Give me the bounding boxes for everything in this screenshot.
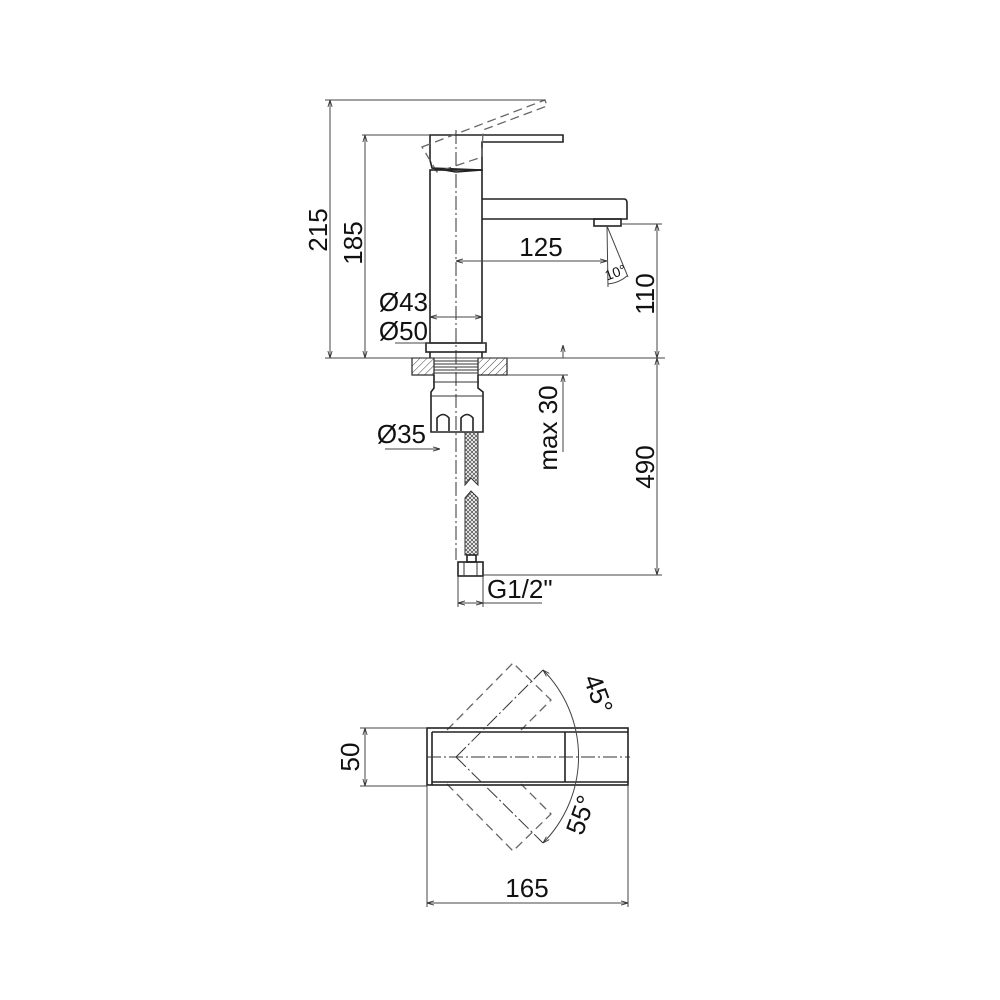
- hose-inlet-right: [460, 413, 474, 431]
- countertop-section: [411, 357, 508, 376]
- side-view: 215 185 125 10° 110 Ø43 Ø50 Ø35 max 30 4…: [303, 99, 665, 607]
- label-height-body: 185: [338, 221, 368, 264]
- flexible-hose-lower: [464, 490, 479, 556]
- label-spout-angle: 10°: [603, 261, 628, 283]
- label-rotation-right: 55°: [560, 791, 602, 838]
- lever-rotated-right-outline: [446, 783, 552, 852]
- lever-handle: [421, 99, 564, 173]
- lever-rotated-left-outline: [446, 662, 552, 731]
- label-diameter-shank: Ø35: [377, 419, 426, 449]
- label-diameter-body: Ø43: [379, 287, 428, 317]
- label-spout-reach: 125: [519, 232, 562, 262]
- label-length: 165: [505, 873, 548, 903]
- label-height-total: 215: [303, 208, 333, 251]
- rotation-arc: [543, 670, 579, 843]
- label-hose-length: 490: [630, 445, 660, 488]
- aerator: [593, 218, 622, 227]
- label-connection: G1/2": [487, 574, 553, 604]
- label-rotation-left: 45°: [578, 670, 620, 717]
- top-view: 50 165 45° 55°: [335, 662, 630, 907]
- flexible-hose-upper: [464, 431, 479, 487]
- label-depth: 50: [335, 743, 365, 772]
- hose-fitting: [457, 561, 484, 577]
- dimension-lines: [325, 99, 665, 607]
- label-spout-height: 110: [630, 273, 660, 314]
- handle-raised-outline: [421, 99, 548, 173]
- label-max-thickness: max 30: [533, 385, 563, 470]
- label-diameter-base: Ø50: [379, 316, 428, 346]
- spout: [482, 198, 628, 220]
- mounting-nut: [430, 375, 484, 433]
- hose-inlet-left: [436, 413, 450, 431]
